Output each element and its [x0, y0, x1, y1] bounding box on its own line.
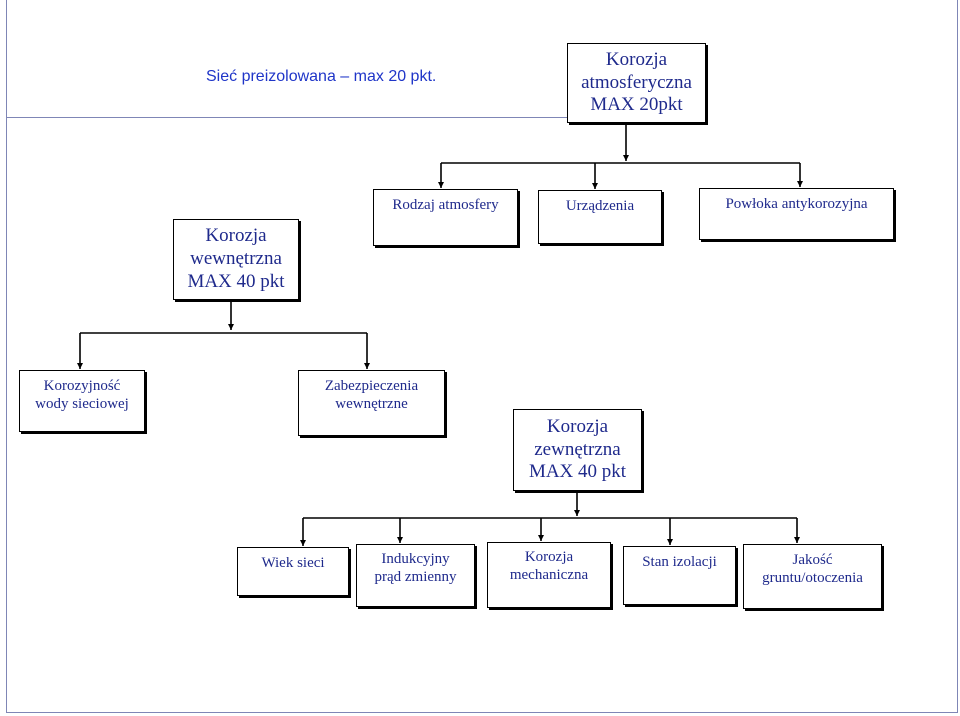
- node-label-line: zewnętrzna: [534, 438, 621, 460]
- header-divider: [6, 117, 568, 118]
- node-label-line: wewnętrzna: [190, 248, 282, 270]
- node-atmosphere-type: Rodzaj atmosfery: [373, 189, 518, 246]
- node-label-line: Indukcyjny: [381, 551, 450, 567]
- node-anticorrosion-coating: Powłoka antykorozyjna: [699, 188, 894, 240]
- node-label-line: Rodzaj atmosfery: [392, 197, 499, 213]
- node-label-line: Powłoka antykorozyjna: [725, 196, 868, 212]
- node-label-line: MAX 40 pkt: [187, 270, 285, 292]
- node-label-line: Korozja: [205, 225, 267, 247]
- node-label-line: atmosferyczna: [581, 71, 692, 93]
- node-label-line: wewnętrzne: [335, 396, 408, 412]
- node-label-line: Korozja: [605, 48, 668, 70]
- node-soil-quality: Jakość gruntu/otoczenia: [743, 544, 882, 609]
- node-label-line: Wiek sieci: [261, 555, 325, 571]
- node-induced-ac: Indukcyjny prąd zmienny: [356, 544, 475, 607]
- slide-frame: [6, 0, 958, 713]
- node-label-line: gruntu/otoczenia: [762, 570, 863, 586]
- node-mechanical-corrosion: Korozja mechaniczna: [487, 542, 611, 608]
- node-external-corrosion: Korozja zewnętrzna MAX 40 pkt: [513, 409, 642, 491]
- node-water-corrosivity: Korozyjność wody sieciowej: [19, 370, 145, 432]
- node-internal-corrosion: Korozja wewnętrzna MAX 40 pkt: [173, 219, 299, 300]
- node-label-line: mechaniczna: [509, 567, 589, 583]
- node-insulation-state: Stan izolacji: [623, 546, 736, 605]
- node-devices: Urządzenia: [538, 190, 662, 244]
- node-label-line: Korozyjność: [43, 378, 121, 394]
- node-label-line: Stan izolacji: [642, 554, 717, 570]
- node-label-line: Korozja: [546, 415, 609, 437]
- slide-title: Sieć preizolowana – max 20 pkt.: [206, 68, 437, 85]
- node-label-line: prąd zmienny: [374, 569, 457, 585]
- node-label-line: Zabezpieczenia: [324, 378, 419, 394]
- node-label-line: Korozja: [524, 549, 574, 565]
- node-label-line: MAX 20pkt: [590, 94, 683, 116]
- node-label-line: wody sieciowej: [35, 396, 129, 412]
- node-label-line: MAX 40 pkt: [528, 461, 627, 483]
- node-label-line: Urządzenia: [565, 198, 635, 214]
- node-label-line: Jakość: [792, 552, 833, 568]
- node-network-age: Wiek sieci: [237, 547, 349, 596]
- node-internal-protection: Zabezpieczenia wewnętrzne: [298, 370, 445, 436]
- node-atmospheric-corrosion: Korozja atmosferyczna MAX 20pkt: [567, 43, 706, 123]
